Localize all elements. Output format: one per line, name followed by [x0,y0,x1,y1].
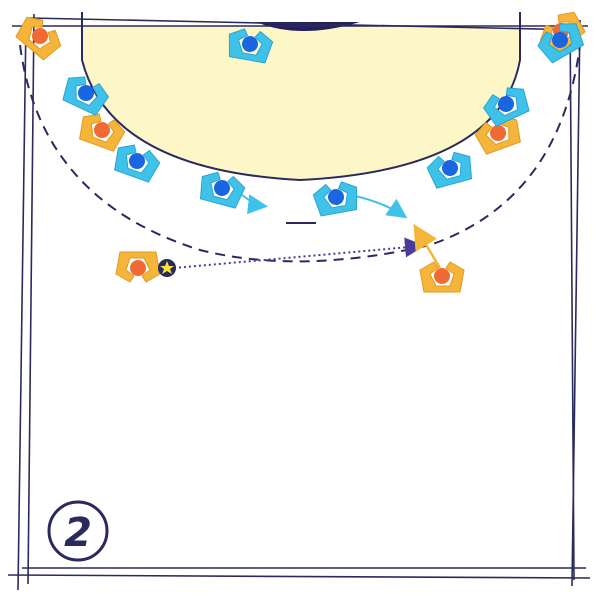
player-dot [552,32,568,48]
player-dot [442,160,458,176]
player-body [114,144,161,183]
players [15,11,586,293]
defender-goal-area-top [228,28,274,64]
player-body [426,151,473,189]
player-body [482,87,530,127]
player-dot [214,180,230,196]
defender-center-right [426,151,473,189]
player-dot [129,153,145,169]
defender-center-left [312,181,358,217]
defender-left-3 [199,171,246,209]
step-number: 2 [64,510,92,556]
court-outline [7,13,591,591]
player-body [539,11,586,56]
player-body [199,171,246,209]
player-body [79,113,126,152]
player-dot [434,268,450,284]
defender-move-arrow [241,194,268,215]
player-dot [498,96,514,112]
player-dot [328,189,344,205]
free-throw-line [19,44,581,263]
attacker-receiver [419,261,465,293]
player-body [115,251,161,283]
player-body [474,116,521,155]
player-dot [32,28,48,44]
attacker-left-back [79,113,126,152]
defender-move-arrow [354,195,408,219]
attacker-left-wing [15,16,62,61]
player-body [537,23,585,64]
attacker-right-back-high [474,116,521,155]
goal-area-zone [82,26,520,180]
player-body [228,28,274,64]
defender-left-2 [114,144,161,183]
pass-arrow [173,237,425,269]
ball-icon [158,259,176,277]
player-dot [78,85,94,101]
player-dot [94,122,110,138]
player-body [312,181,358,217]
defender-right-2 [482,87,530,127]
player-dot [130,260,146,276]
player-body [62,76,110,116]
defender-left-1 [62,76,110,116]
player-body [15,16,62,61]
attacker-ball-carrier [115,251,161,283]
player-dot [490,125,506,141]
attacker-move-arrow [413,223,442,269]
defender-right-1 [537,23,585,64]
player-dot [242,36,258,52]
step-badge: 2 [47,500,109,562]
player-body [419,261,465,293]
